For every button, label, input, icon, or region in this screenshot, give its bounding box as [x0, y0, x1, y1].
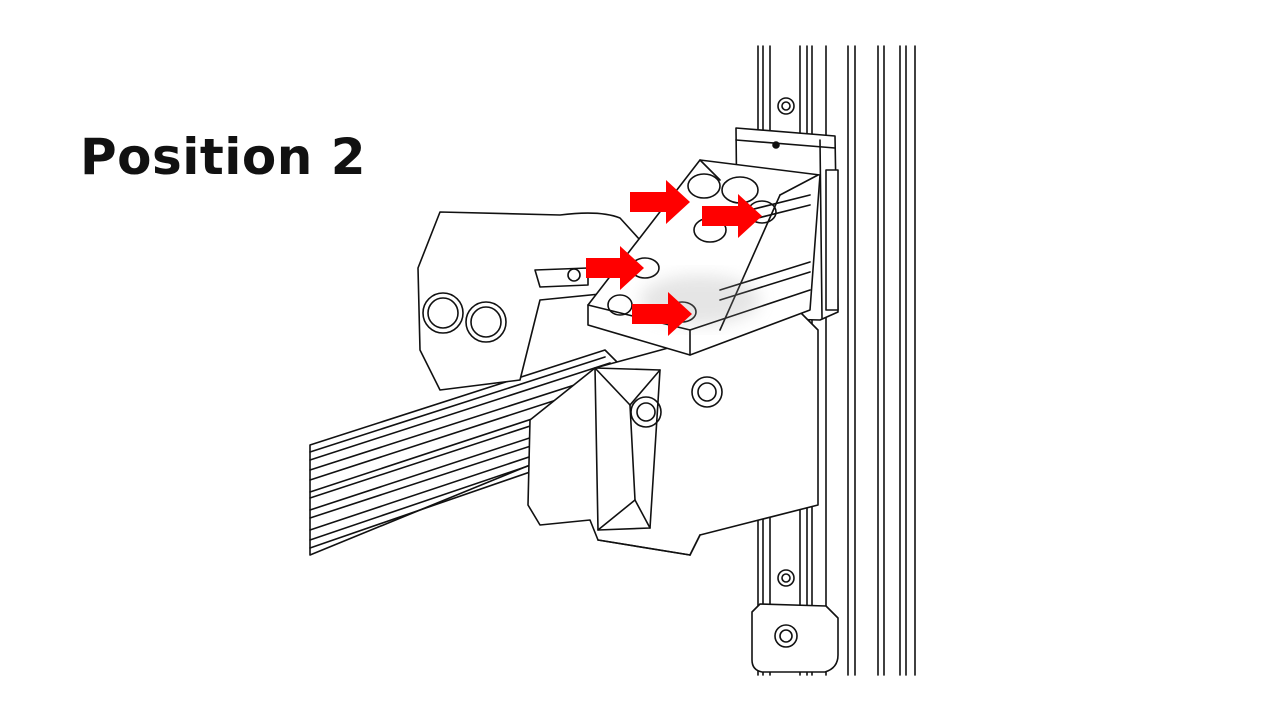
rear-plate — [417, 211, 641, 391]
callout-arrows — [586, 180, 762, 336]
carriage-block — [527, 311, 819, 556]
right-arrow-icon — [630, 180, 690, 224]
lower-bracket — [751, 603, 839, 673]
right-arrow-icon — [586, 246, 644, 290]
slide-title: Position 2 — [80, 128, 367, 186]
right-arrow-icon — [632, 292, 692, 336]
right-arrow-icon — [702, 194, 762, 238]
